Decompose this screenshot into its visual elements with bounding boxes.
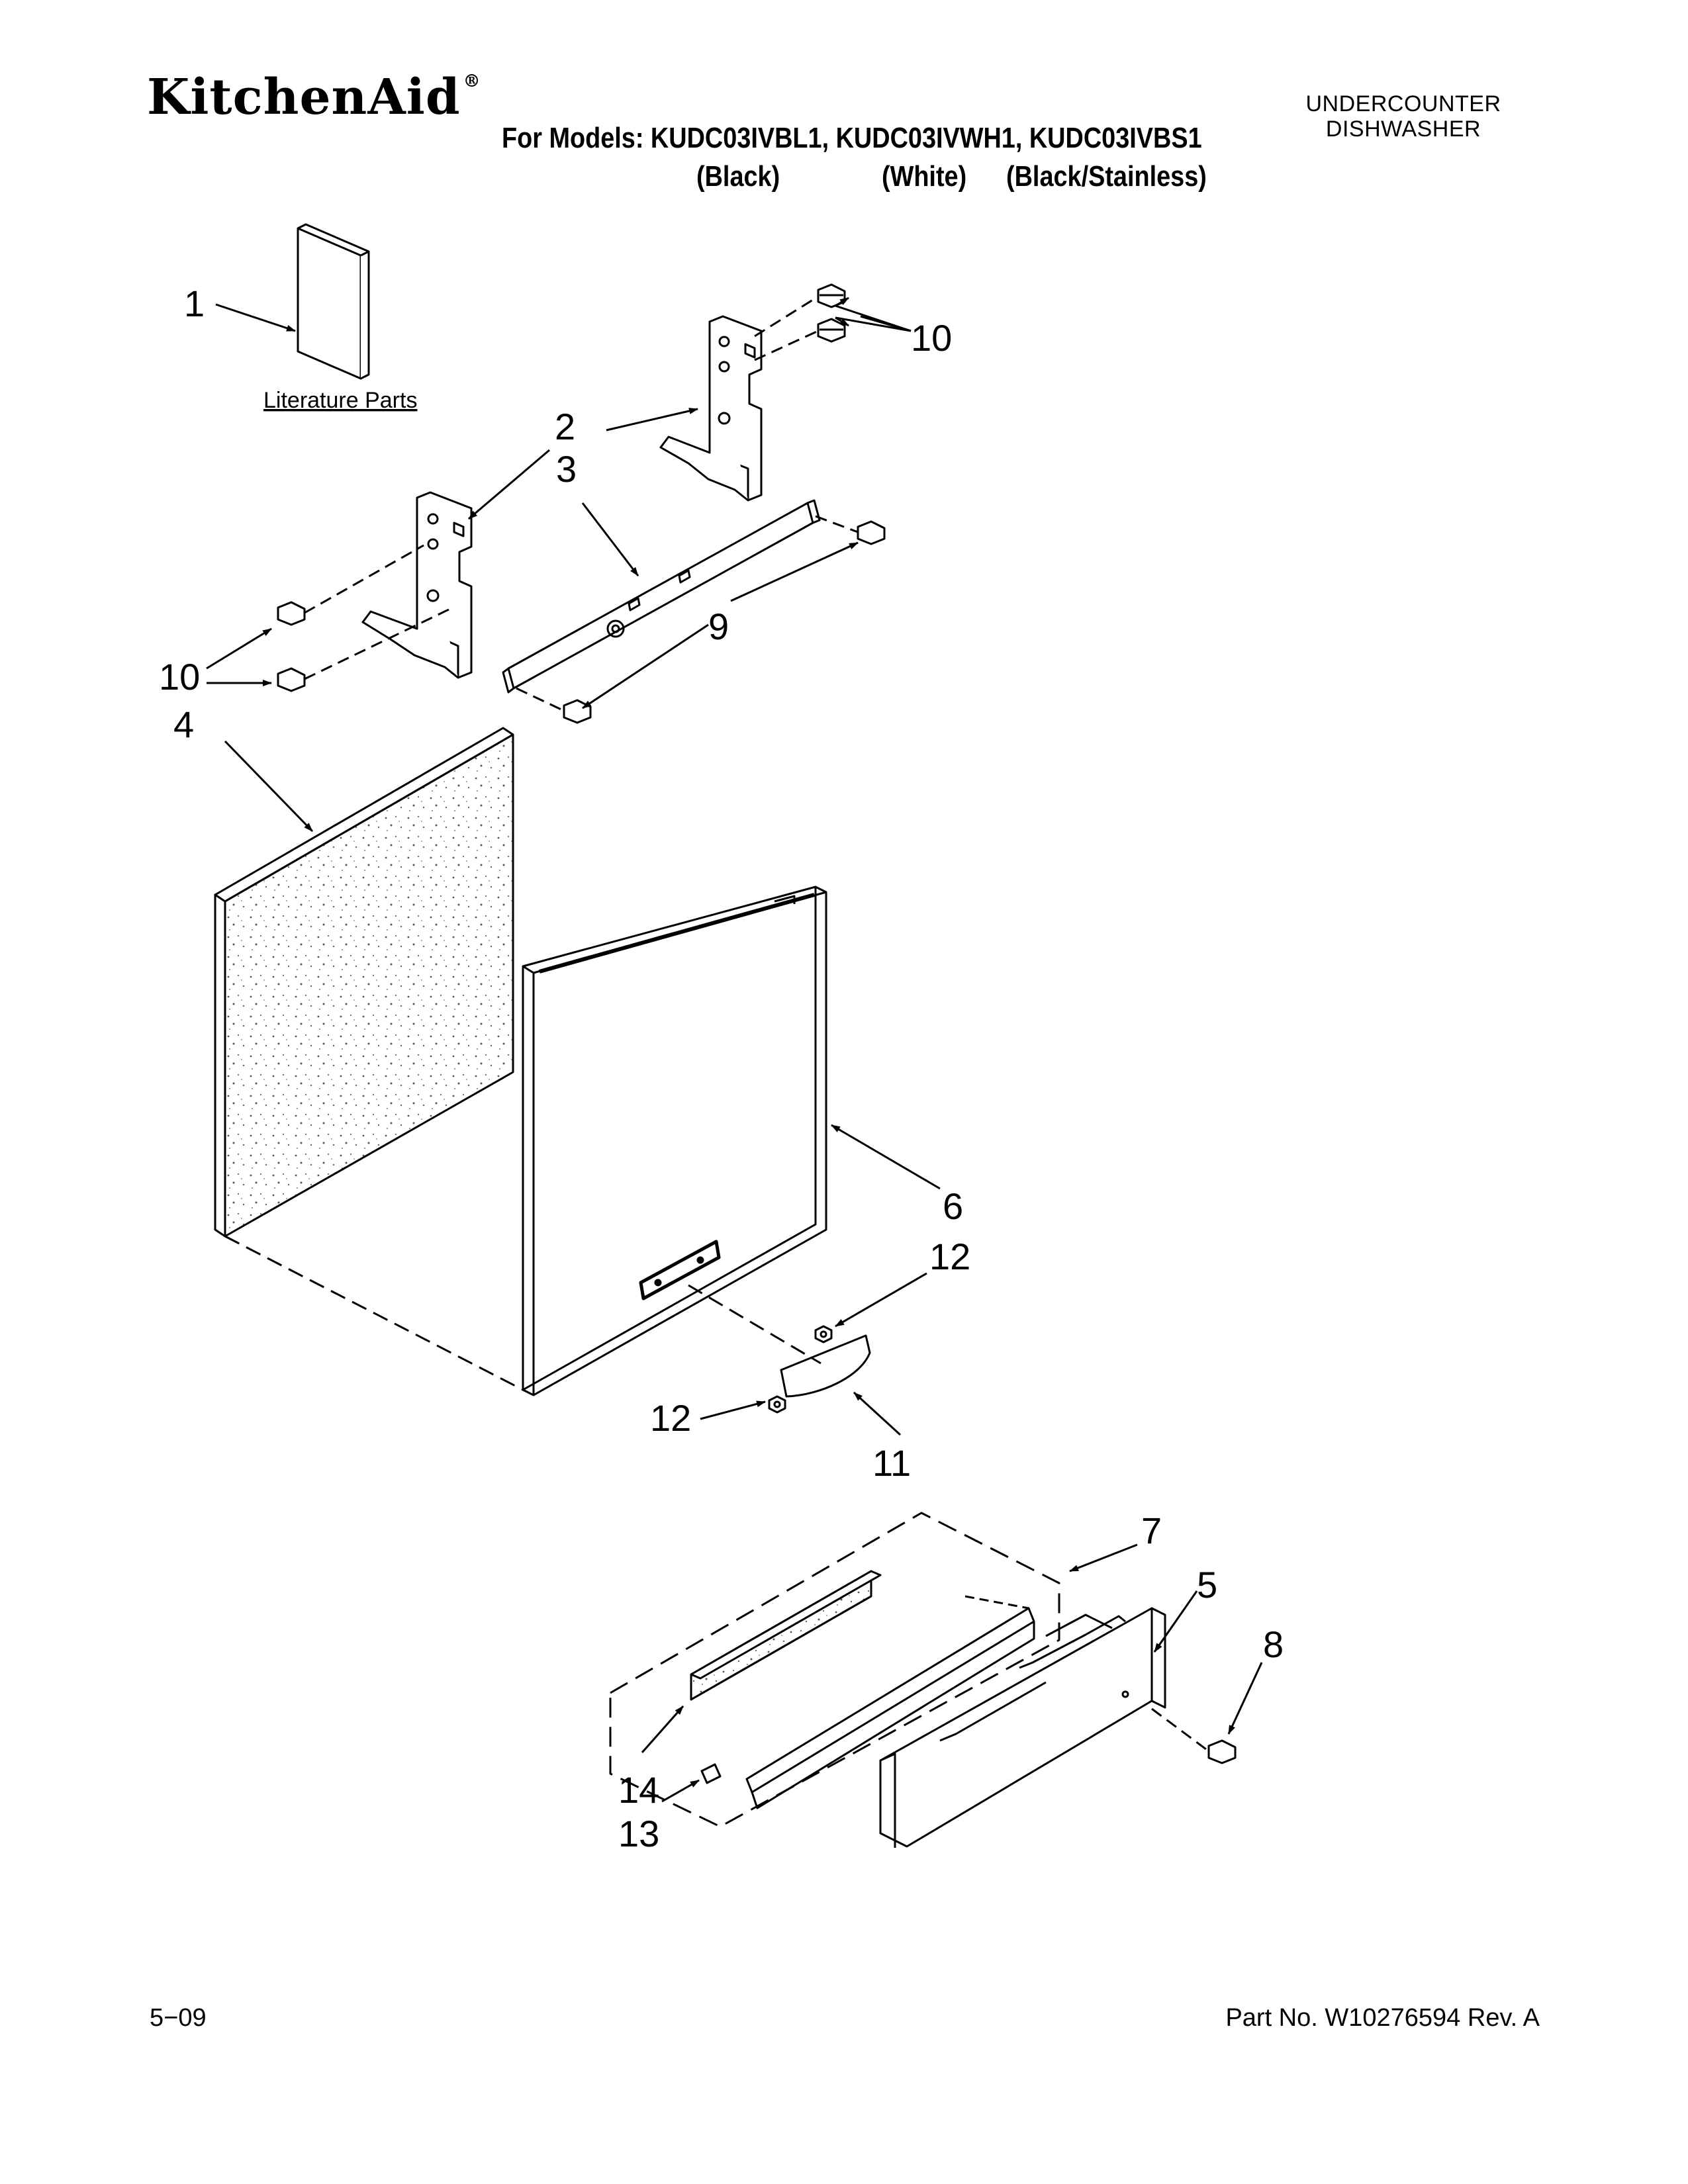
hidden-edge-line — [224, 1235, 524, 1391]
toe-panel-kit-outline — [609, 1512, 1060, 1828]
side-bracket-upper — [659, 315, 763, 502]
side-bracket-lower — [361, 491, 473, 679]
registered-mark: ® — [463, 71, 481, 91]
callout-leaders — [206, 303, 1263, 1803]
product-type: UNDERCOUNTER DISHWASHER — [1271, 91, 1536, 142]
callout-6: 6 — [943, 1185, 963, 1227]
callout-3: 3 — [556, 448, 577, 490]
screw — [1207, 1739, 1237, 1764]
callout-10-upper: 10 — [911, 317, 952, 359]
nut-upper — [814, 1325, 833, 1343]
models-line: For Models: KUDC03IVBL1, KUDC03IVWH1, KU… — [502, 122, 1202, 154]
callout-12-lower: 12 — [650, 1397, 691, 1439]
hidden-edge-line — [688, 1284, 821, 1365]
variant-black-stainless: (Black/Stainless) — [1006, 160, 1207, 193]
variant-white: (White) — [882, 160, 967, 193]
alignment-lines — [304, 295, 1209, 1752]
product-type-line-2: DISHWASHER — [1325, 116, 1481, 142]
callout-4: 4 — [173, 704, 194, 745]
callout-10-lower: 10 — [159, 656, 200, 698]
callout-13: 13 — [618, 1813, 659, 1854]
callout-9: 9 — [708, 606, 729, 647]
literature-parts-label: Literature Parts — [263, 388, 417, 413]
callout-12-upper: 12 — [929, 1236, 970, 1277]
toe-plate — [745, 1595, 1035, 1809]
part-number: Part No. W10276594 Rev. A — [1225, 2004, 1540, 2032]
brand-name: KitchenAid — [147, 69, 461, 126]
product-type-line-1: UNDERCOUNTER — [1305, 91, 1501, 116]
literature-booklet — [297, 223, 370, 380]
clip — [700, 1763, 722, 1784]
callout-7: 7 — [1141, 1510, 1162, 1551]
mounting-rail — [502, 499, 821, 694]
screw — [563, 699, 592, 724]
screw — [857, 520, 886, 545]
screw — [817, 318, 846, 343]
revision-date: 5−09 — [150, 2004, 207, 2032]
side-panel — [214, 727, 514, 1238]
variant-black: (Black) — [696, 160, 780, 193]
screw — [277, 601, 306, 626]
insulation-strip — [690, 1570, 882, 1701]
nut-lower — [768, 1395, 786, 1414]
callout-8: 8 — [1263, 1623, 1284, 1665]
callout-2: 2 — [555, 406, 575, 447]
door-panel — [522, 886, 827, 1396]
toe-kick-bracket — [879, 1607, 1166, 1848]
callout-14: 14 — [618, 1769, 659, 1811]
screw — [277, 667, 306, 692]
brand-logo: KitchenAid® — [147, 73, 481, 122]
handle-plate — [780, 1334, 871, 1398]
callout-11: 11 — [872, 1442, 911, 1484]
callout-1: 1 — [184, 283, 205, 324]
callout-5: 5 — [1197, 1564, 1217, 1606]
